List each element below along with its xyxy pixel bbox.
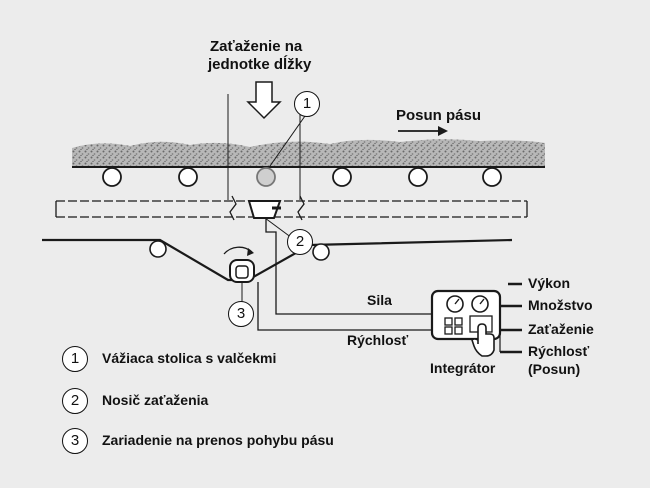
integrator-device — [430, 289, 502, 357]
belt-travel-label: Posun pásu — [396, 107, 482, 124]
bulk-material — [72, 139, 545, 166]
signal-wires — [257, 218, 432, 331]
speed-sensor — [223, 246, 255, 283]
output-leads — [499, 282, 522, 354]
legend-text: Zariadenie na prenos pohybu pásu — [102, 432, 334, 448]
output-load: Zaťaženie — [528, 321, 594, 337]
force-label: Sila — [367, 292, 392, 308]
conveyor-frame — [55, 195, 528, 221]
callout-1: 1 — [294, 91, 320, 117]
integrator-label: Integrátor — [430, 360, 496, 376]
return-rollers — [149, 240, 330, 261]
callout-3: 3 — [228, 301, 254, 327]
load-label-line2: jednotke dĺžky — [208, 56, 312, 73]
callout-2: 2 — [287, 229, 313, 255]
output-travel: (Posun) — [528, 361, 581, 377]
legend-text: Nosič zaťaženia — [102, 392, 209, 408]
speed-label: Rýchlosť — [347, 332, 409, 348]
callout-1-leader — [269, 115, 306, 167]
return-belt — [42, 238, 513, 282]
callout-2-leader — [264, 217, 293, 239]
legend-text: Vážiaca stolica s valčekmi — [102, 350, 277, 366]
load-arrow — [246, 81, 282, 120]
output-power: Výkon — [528, 275, 571, 291]
travel-arrow — [398, 126, 448, 136]
output-quantity: Množstvo — [528, 297, 593, 313]
load-label-line1: Zaťaženie na — [210, 38, 303, 55]
carrying-idlers — [102, 167, 502, 187]
legend-badge: 2 — [62, 388, 88, 414]
legend-badge: 3 — [62, 428, 88, 454]
load-cell — [247, 200, 282, 219]
legend-badge: 1 — [62, 346, 88, 372]
output-speed: Rýchlosť — [528, 343, 590, 359]
